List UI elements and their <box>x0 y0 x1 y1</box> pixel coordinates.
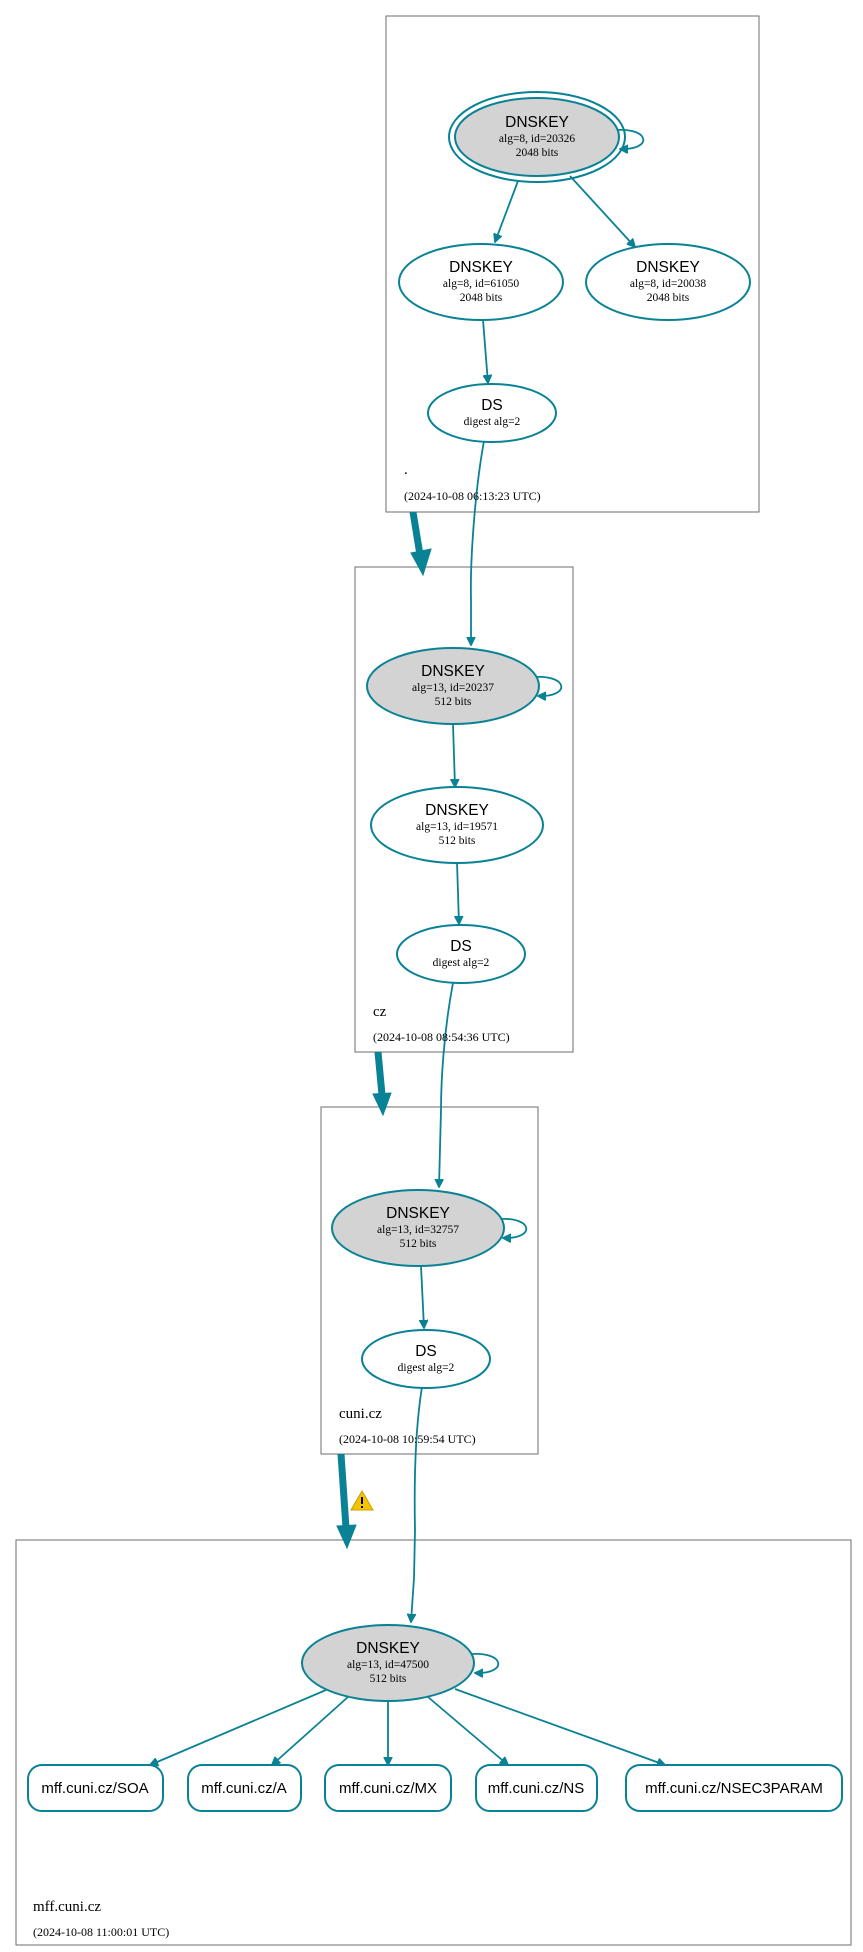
edge-cz-ksk-to-zsk <box>453 723 455 787</box>
node-kind: DNSKEY <box>356 1640 420 1657</box>
edge-ksk-mff-self-loop <box>471 1653 500 1673</box>
zone-mff-cuni-cz-box <box>15 1539 852 1946</box>
rrset-node-nsec3param[interactable]: mff.cuni.cz/NSEC3PARAM <box>625 1764 843 1812</box>
ds-node-cuni[interactable]: DS digest alg=2 <box>361 1329 491 1389</box>
edge-ksk-cz-self-loop <box>534 676 563 696</box>
node-key-size: 512 bits <box>400 1238 437 1250</box>
node-alg-id: alg=8, id=20038 <box>630 278 706 290</box>
node-digest-alg: digest alg=2 <box>464 416 521 428</box>
rrset-label: mff.cuni.cz/SOA <box>41 1780 148 1797</box>
node-alg-id: alg=13, id=32757 <box>377 1224 459 1236</box>
edge-cz-ds-to-cuni-ksk <box>439 982 454 1187</box>
zone-cz-name: cz <box>373 1004 387 1020</box>
node-key-size: 2048 bits <box>516 147 559 159</box>
node-digest-alg: digest alg=2 <box>433 957 490 969</box>
delegation-cz-to-cuni <box>372 1051 392 1117</box>
dnskey-node-cz-ksk[interactable]: DNSKEY alg=13, id=20237 512 bits <box>366 647 540 725</box>
node-digest-alg: digest alg=2 <box>398 1362 455 1374</box>
rrset-label: mff.cuni.cz/NSEC3PARAM <box>645 1780 823 1797</box>
node-alg-id: alg=8, id=61050 <box>443 278 519 290</box>
node-fill <box>454 97 620 177</box>
edge-root-ksk-to-zsk-61050 <box>495 180 519 242</box>
zone-root-timestamp: (2024-10-08 06:13:23 UTC) <box>404 489 541 503</box>
edge-mff-ksk-to-ns <box>427 1696 508 1765</box>
node-alg-id: alg=8, id=20326 <box>499 133 575 145</box>
dnskey-node-root-zsk-20038[interactable]: DNSKEY alg=8, id=20038 2048 bits <box>585 243 751 321</box>
rrset-node-ns[interactable]: mff.cuni.cz/NS <box>475 1764 598 1812</box>
node-alg-id: alg=13, id=19571 <box>416 821 498 833</box>
node-kind: DNSKEY <box>386 1205 450 1222</box>
zone-root-name: . <box>404 462 408 478</box>
node-alg-id: alg=13, id=47500 <box>347 1659 429 1671</box>
node-kind: DS <box>450 938 472 955</box>
node-kind: DS <box>481 397 503 414</box>
zone-cuni-cz-timestamp: (2024-10-08 10:59:54 UTC) <box>339 1432 476 1446</box>
dnskey-node-root-ksk[interactable]: DNSKEY alg=8, id=20326 2048 bits <box>448 91 626 183</box>
zone-mff-cuni-cz-name: mff.cuni.cz <box>33 1899 101 1915</box>
dnskey-node-mff-ksk[interactable]: DNSKEY alg=13, id=47500 512 bits <box>301 1624 475 1702</box>
node-key-size: 512 bits <box>439 835 476 847</box>
node-kind: DS <box>415 1343 437 1360</box>
dnskey-node-root-zsk-61050[interactable]: DNSKEY alg=8, id=61050 2048 bits <box>398 243 564 321</box>
edge-ksk-root-self-loop <box>616 129 645 149</box>
zone-mff-cuni-cz-timestamp: (2024-10-08 11:00:01 UTC) <box>33 1925 169 1939</box>
rrset-node-soa[interactable]: mff.cuni.cz/SOA <box>27 1764 164 1812</box>
node-alg-id: alg=13, id=20237 <box>412 682 494 694</box>
node-kind: DNSKEY <box>421 663 485 680</box>
edge-cuni-ds-to-mff-ksk <box>411 1386 423 1622</box>
edge-cz-zsk-to-ds <box>457 861 459 924</box>
edge-mff-ksk-to-nsec3param <box>454 1688 665 1765</box>
rrset-node-a[interactable]: mff.cuni.cz/A <box>187 1764 302 1812</box>
rrset-node-mx[interactable]: mff.cuni.cz/MX <box>324 1764 452 1812</box>
zone-cuni-cz-name: cuni.cz <box>339 1406 382 1422</box>
node-key-size: 2048 bits <box>647 292 690 304</box>
node-key-size: 2048 bits <box>460 292 503 304</box>
node-kind: DNSKEY <box>425 802 489 819</box>
warning-triangle-icon[interactable] <box>350 1490 374 1511</box>
node-kind: DNSKEY <box>505 114 569 131</box>
edge-mff-ksk-to-a <box>272 1696 349 1765</box>
zone-cuni-cz-box <box>320 1106 539 1455</box>
dnskey-node-cuni-ksk[interactable]: DNSKEY alg=13, id=32757 512 bits <box>331 1189 505 1267</box>
node-kind: DNSKEY <box>636 259 700 276</box>
delegation-cuni-to-mff <box>336 1453 357 1550</box>
edge-root-ds-to-cz-ksk <box>471 440 485 645</box>
ds-node-root[interactable]: DS digest alg=2 <box>427 383 557 443</box>
edge-cuni-ksk-to-ds <box>421 1265 424 1328</box>
node-kind: DNSKEY <box>449 259 513 276</box>
zone-cz-timestamp: (2024-10-08 08:54:36 UTC) <box>373 1030 510 1044</box>
node-key-size: 512 bits <box>435 696 472 708</box>
edge-ksk-cuni-self-loop <box>499 1218 528 1238</box>
rrset-label: mff.cuni.cz/MX <box>339 1780 437 1797</box>
rrset-label: mff.cuni.cz/A <box>201 1780 287 1797</box>
ds-node-cz[interactable]: DS digest alg=2 <box>396 924 526 984</box>
rrset-label: mff.cuni.cz/NS <box>488 1780 584 1797</box>
dnskey-node-cz-zsk[interactable]: DNSKEY alg=13, id=19571 512 bits <box>370 786 544 864</box>
edge-mff-ksk-to-soa <box>150 1689 327 1765</box>
node-key-size: 512 bits <box>370 1673 407 1685</box>
delegation-root-to-cz <box>409 511 432 577</box>
edge-root-zsk-to-ds <box>482 319 488 383</box>
edge-root-ksk-to-zsk-20038 <box>569 175 635 247</box>
